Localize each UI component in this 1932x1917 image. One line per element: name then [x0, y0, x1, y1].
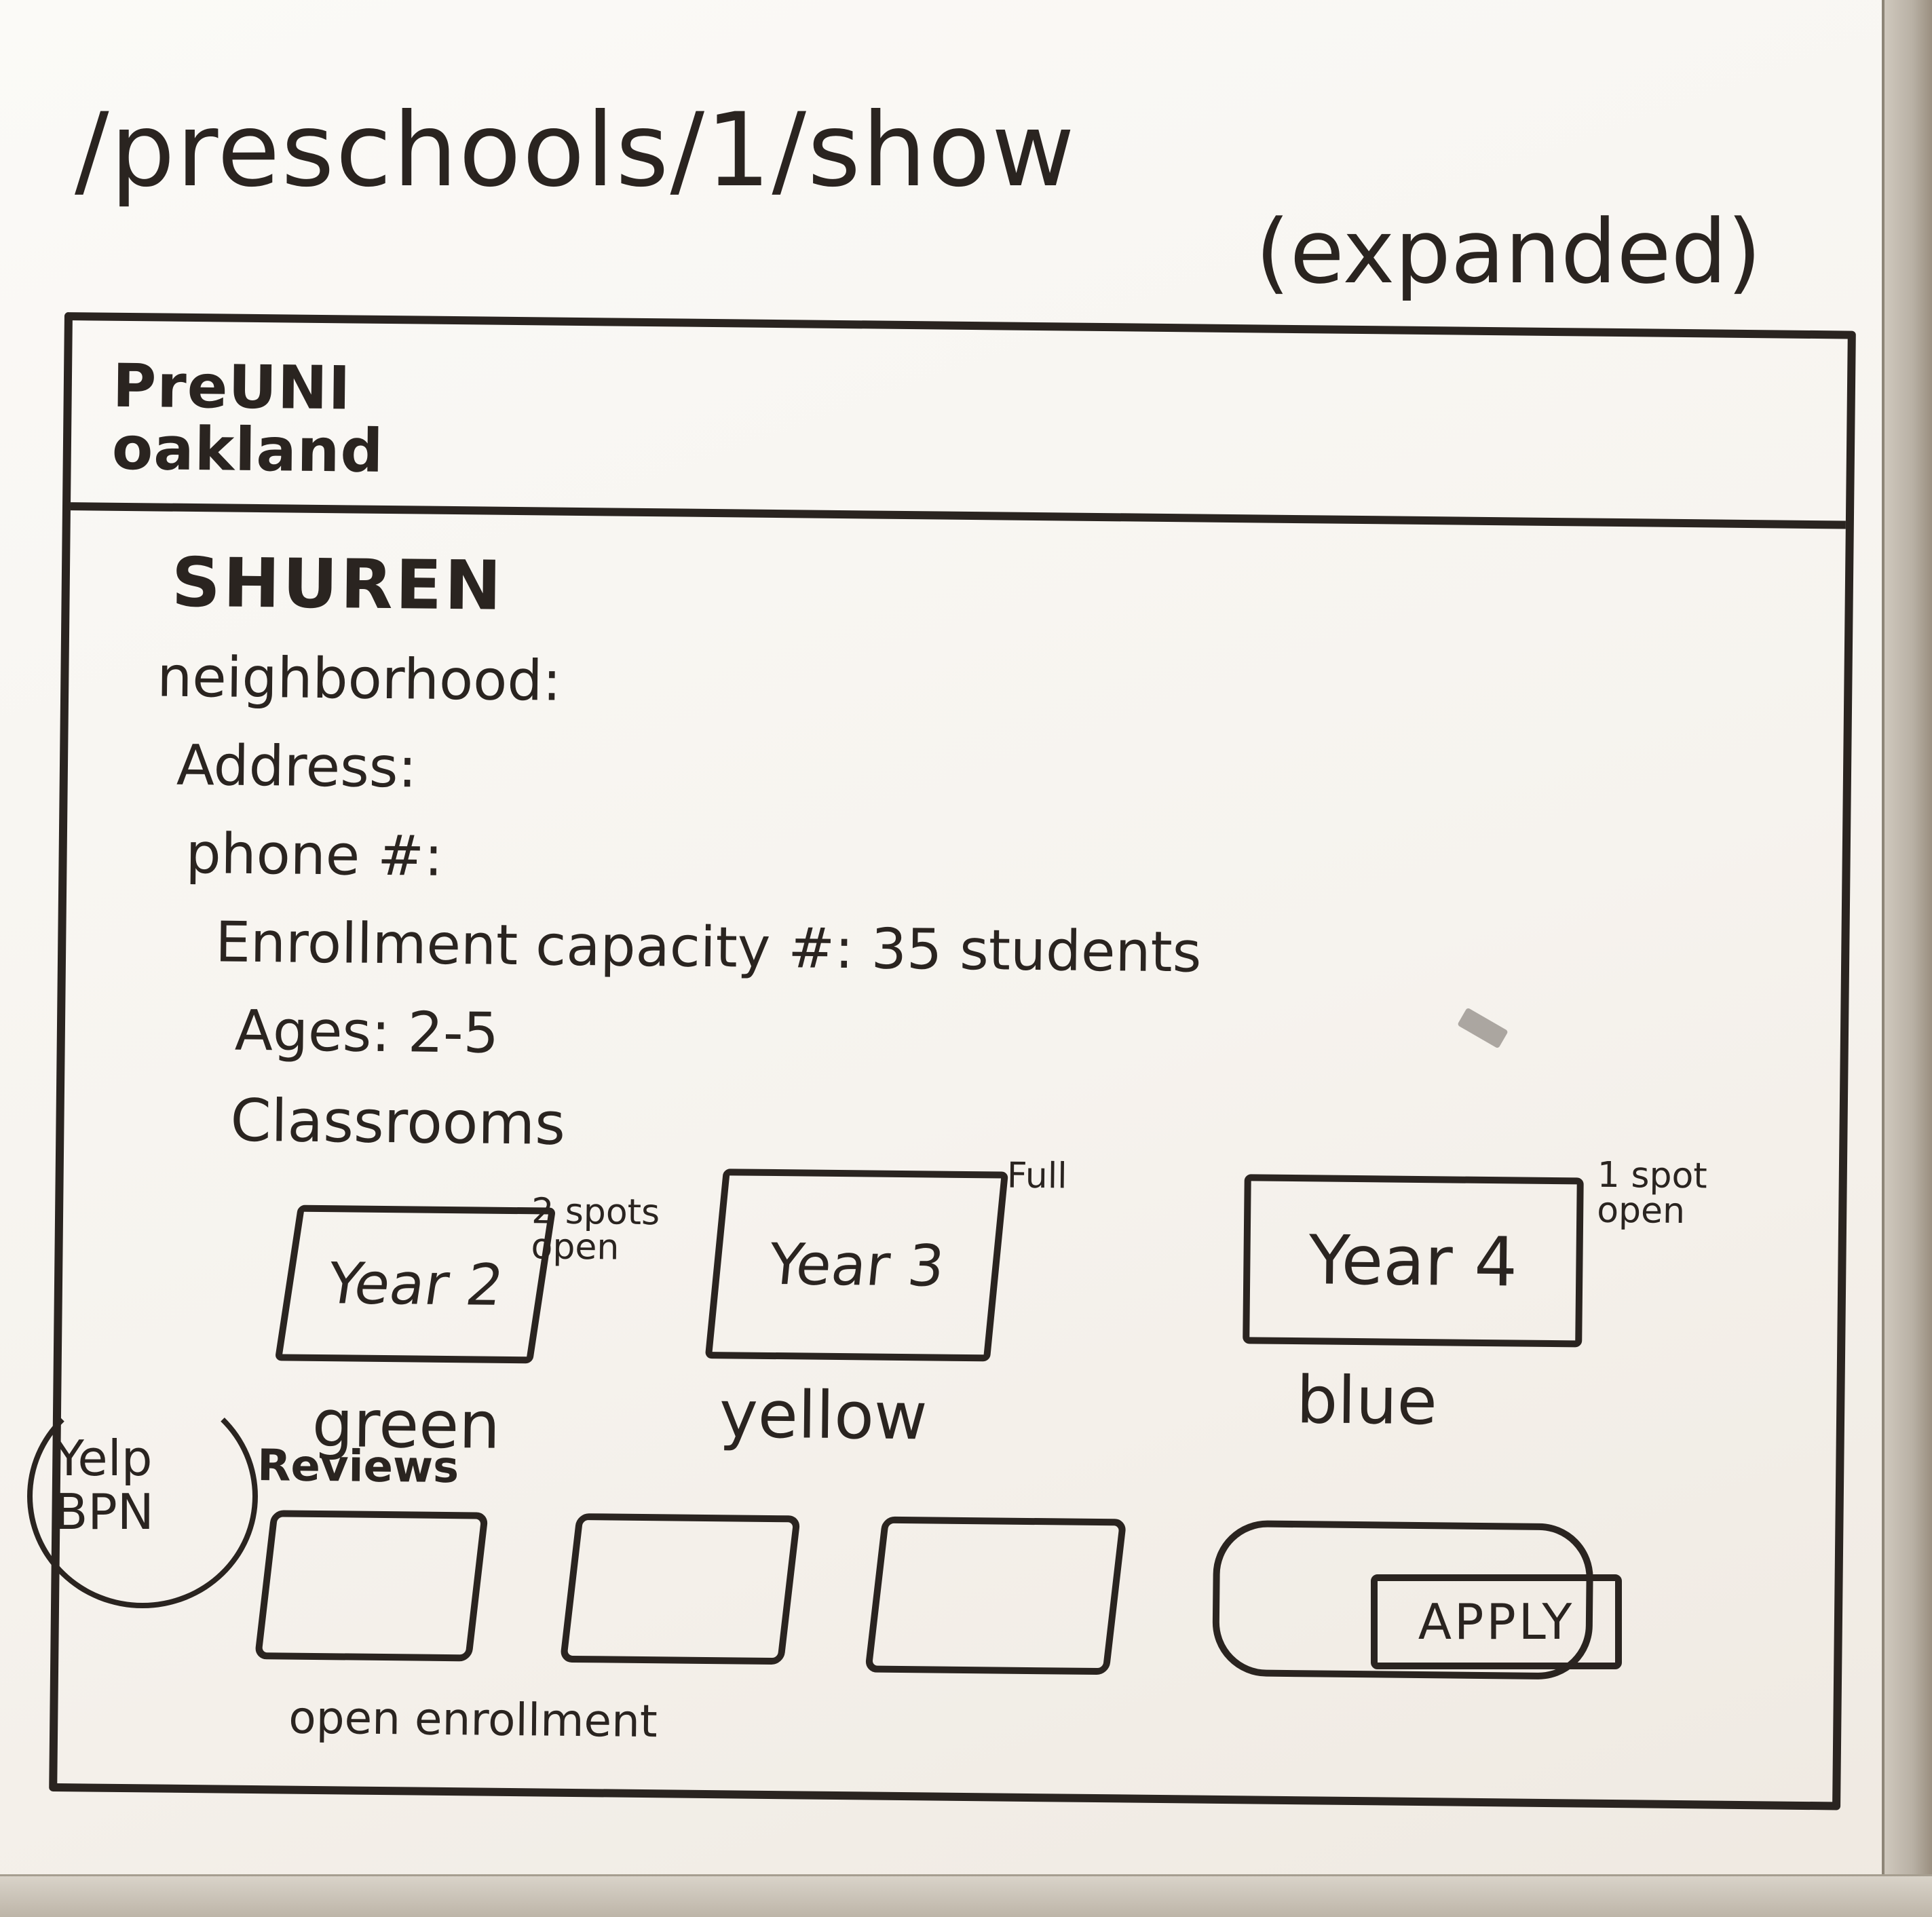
site-header: PreUNI oakland — [70, 320, 1848, 529]
classroom-availability: 2 spots open — [531, 1191, 660, 1268]
classrooms-heading: Classrooms — [230, 1086, 566, 1158]
apply-button[interactable]: APPLY — [1371, 1574, 1622, 1669]
source-yelp: Yelp — [54, 1430, 153, 1487]
state-note: (expanded) — [1255, 200, 1762, 303]
classroom-year-4-button[interactable]: Year 4 — [1243, 1174, 1584, 1348]
brand-line-2: oakland — [111, 413, 384, 487]
brand-logo[interactable]: PreUNI oakland — [111, 350, 384, 487]
review-sources-note: Yelp BPN — [27, 1384, 271, 1608]
ages-range: Ages: 2-5 — [234, 998, 499, 1066]
review-card[interactable] — [254, 1510, 489, 1662]
reviews-heading: Reviews — [257, 1441, 459, 1494]
classroom-availability: Full — [1006, 1155, 1067, 1197]
classroom-color: blue — [1295, 1362, 1438, 1440]
brand-line-1: PreUNI — [112, 350, 352, 423]
review-sources: Yelp BPN — [54, 1430, 154, 1541]
whiteboard-frame-right — [1882, 0, 1932, 1917]
classroom-color: yellow — [719, 1376, 928, 1455]
review-card[interactable] — [559, 1513, 801, 1665]
bracket-mark — [27, 1384, 258, 1608]
classroom-availability: 1 spot open — [1596, 1154, 1708, 1232]
source-bpn: BPN — [54, 1483, 154, 1541]
review-card[interactable] — [864, 1516, 1127, 1675]
neighborhood-label: neighborhood: — [156, 645, 562, 714]
enrollment-capacity: Enrollment capacity #: 35 students — [214, 910, 1202, 985]
whiteboard-frame-bottom — [0, 1874, 1932, 1917]
open-enrollment-label: open enrollment — [288, 1691, 658, 1748]
classroom-year-2-button[interactable]: Year 2 — [274, 1204, 556, 1364]
phone-label: phone #: — [185, 821, 444, 889]
route-label: /preschools/1/show — [75, 92, 1076, 210]
address-label: Address: — [176, 733, 417, 801]
school-name: SHUREN — [171, 542, 505, 626]
classroom-year-3-button[interactable]: Year 3 — [704, 1169, 1009, 1362]
